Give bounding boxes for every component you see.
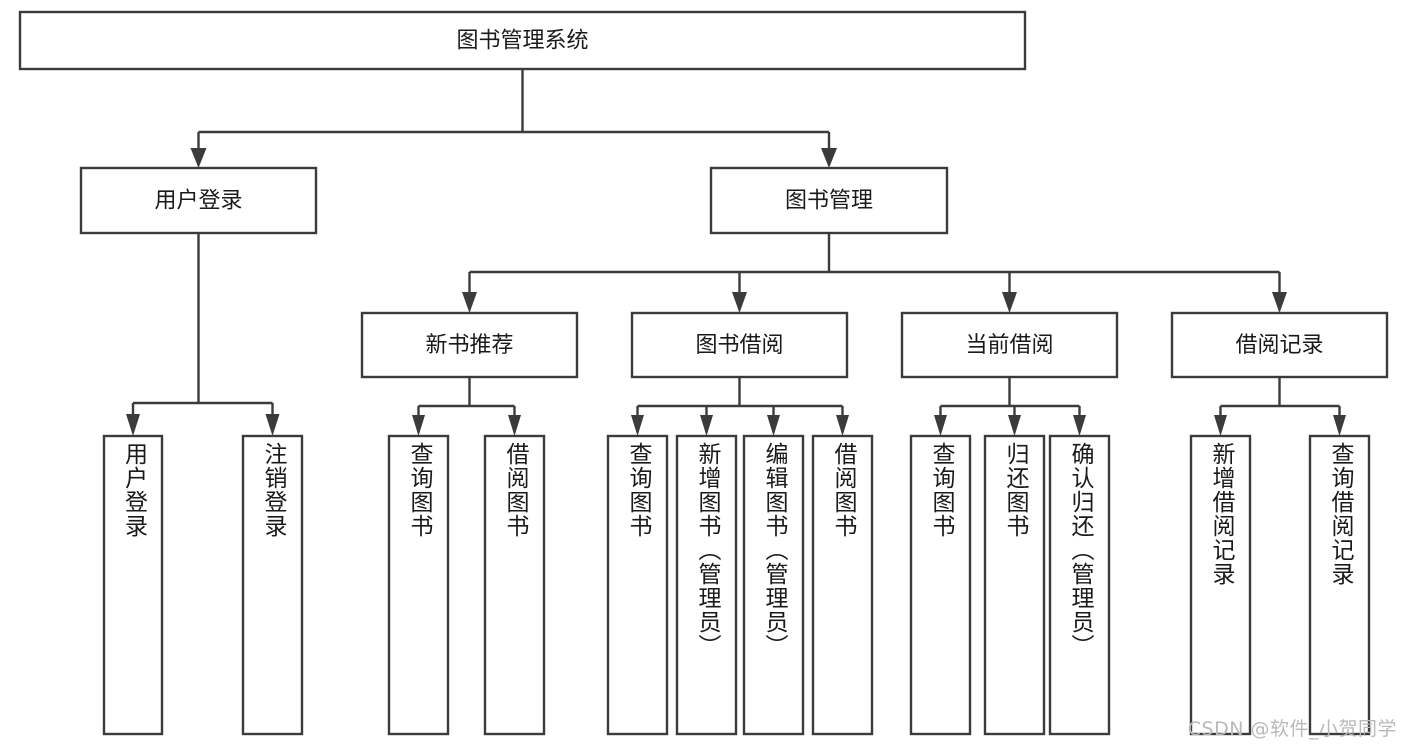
node-leaf-1[interactable] [241, 434, 304, 736]
arrow-head-icon [412, 415, 425, 436]
arrow-head-icon [265, 414, 280, 436]
arrow-head-icon [732, 292, 747, 313]
node-leaf-12[interactable] [1308, 434, 1371, 736]
node-label: 图书借阅 [695, 333, 783, 358]
node-label: 新书推荐 [425, 333, 513, 358]
node-leaf-2[interactable] [387, 434, 450, 736]
connector-borrow-record-to-leaves [1214, 377, 1346, 436]
watermark: CSDN @软件_小贺同学 [1187, 718, 1397, 740]
node-level2-1[interactable] [709, 166, 949, 235]
node-level3-1[interactable] [630, 311, 849, 379]
arrow-head-icon [700, 415, 713, 436]
node-rect-layer [18, 10, 1389, 736]
arrow-head-icon [821, 148, 837, 168]
arrow-head-icon [934, 415, 947, 436]
node-label: 图书管理系统 [456, 29, 588, 54]
node-level3-3[interactable] [1170, 311, 1389, 379]
node-leaf-6[interactable] [742, 434, 805, 736]
connector-user-login-to-leaves [126, 233, 280, 436]
arrow-head-icon [126, 414, 140, 436]
node-leaf-8[interactable] [909, 434, 972, 736]
arrow-head-icon [836, 415, 849, 436]
arrow-head-icon [190, 148, 207, 168]
node-label: 当前借阅 [965, 333, 1053, 358]
arrow-head-icon [462, 292, 477, 313]
connector-new-book-to-leaves [412, 377, 521, 436]
arrow-head-icon [1008, 415, 1021, 436]
connector-current-borrow-to-leaves [934, 377, 1086, 436]
node-leaf-4[interactable] [606, 434, 669, 736]
node-leaf-0[interactable] [102, 434, 164, 736]
node-label: 用户登录 [154, 189, 242, 214]
node-leaf-11[interactable] [1189, 434, 1252, 736]
node-leaf-7[interactable] [811, 434, 874, 736]
node-level2-0[interactable] [79, 166, 318, 235]
arrow-head-icon [1073, 415, 1086, 436]
node-label: 借阅记录 [1235, 333, 1323, 358]
connector-book-mgmt-to-level3 [462, 233, 1287, 313]
arrow-head-icon [508, 415, 521, 436]
arrow-head-icon [1214, 415, 1227, 436]
node-leaf-9[interactable] [983, 434, 1046, 736]
node-leaf-10[interactable] [1048, 434, 1111, 736]
arrow-head-icon [767, 415, 780, 436]
arrow-head-icon [1272, 292, 1287, 313]
node-leaf-3[interactable] [483, 434, 546, 736]
node-leaf-5[interactable] [675, 434, 738, 736]
arrow-head-icon [1333, 415, 1346, 436]
node-label: 图书管理 [785, 189, 873, 214]
connector-book-borrow-to-leaves [631, 377, 849, 436]
connector-root-to-level2 [190, 69, 837, 168]
node-level3-2[interactable] [900, 311, 1119, 379]
node-root-book-management-system[interactable] [18, 10, 1027, 71]
arrow-head-icon [631, 415, 644, 436]
arrow-head-icon [1002, 292, 1017, 313]
node-level3-0[interactable] [360, 311, 579, 379]
